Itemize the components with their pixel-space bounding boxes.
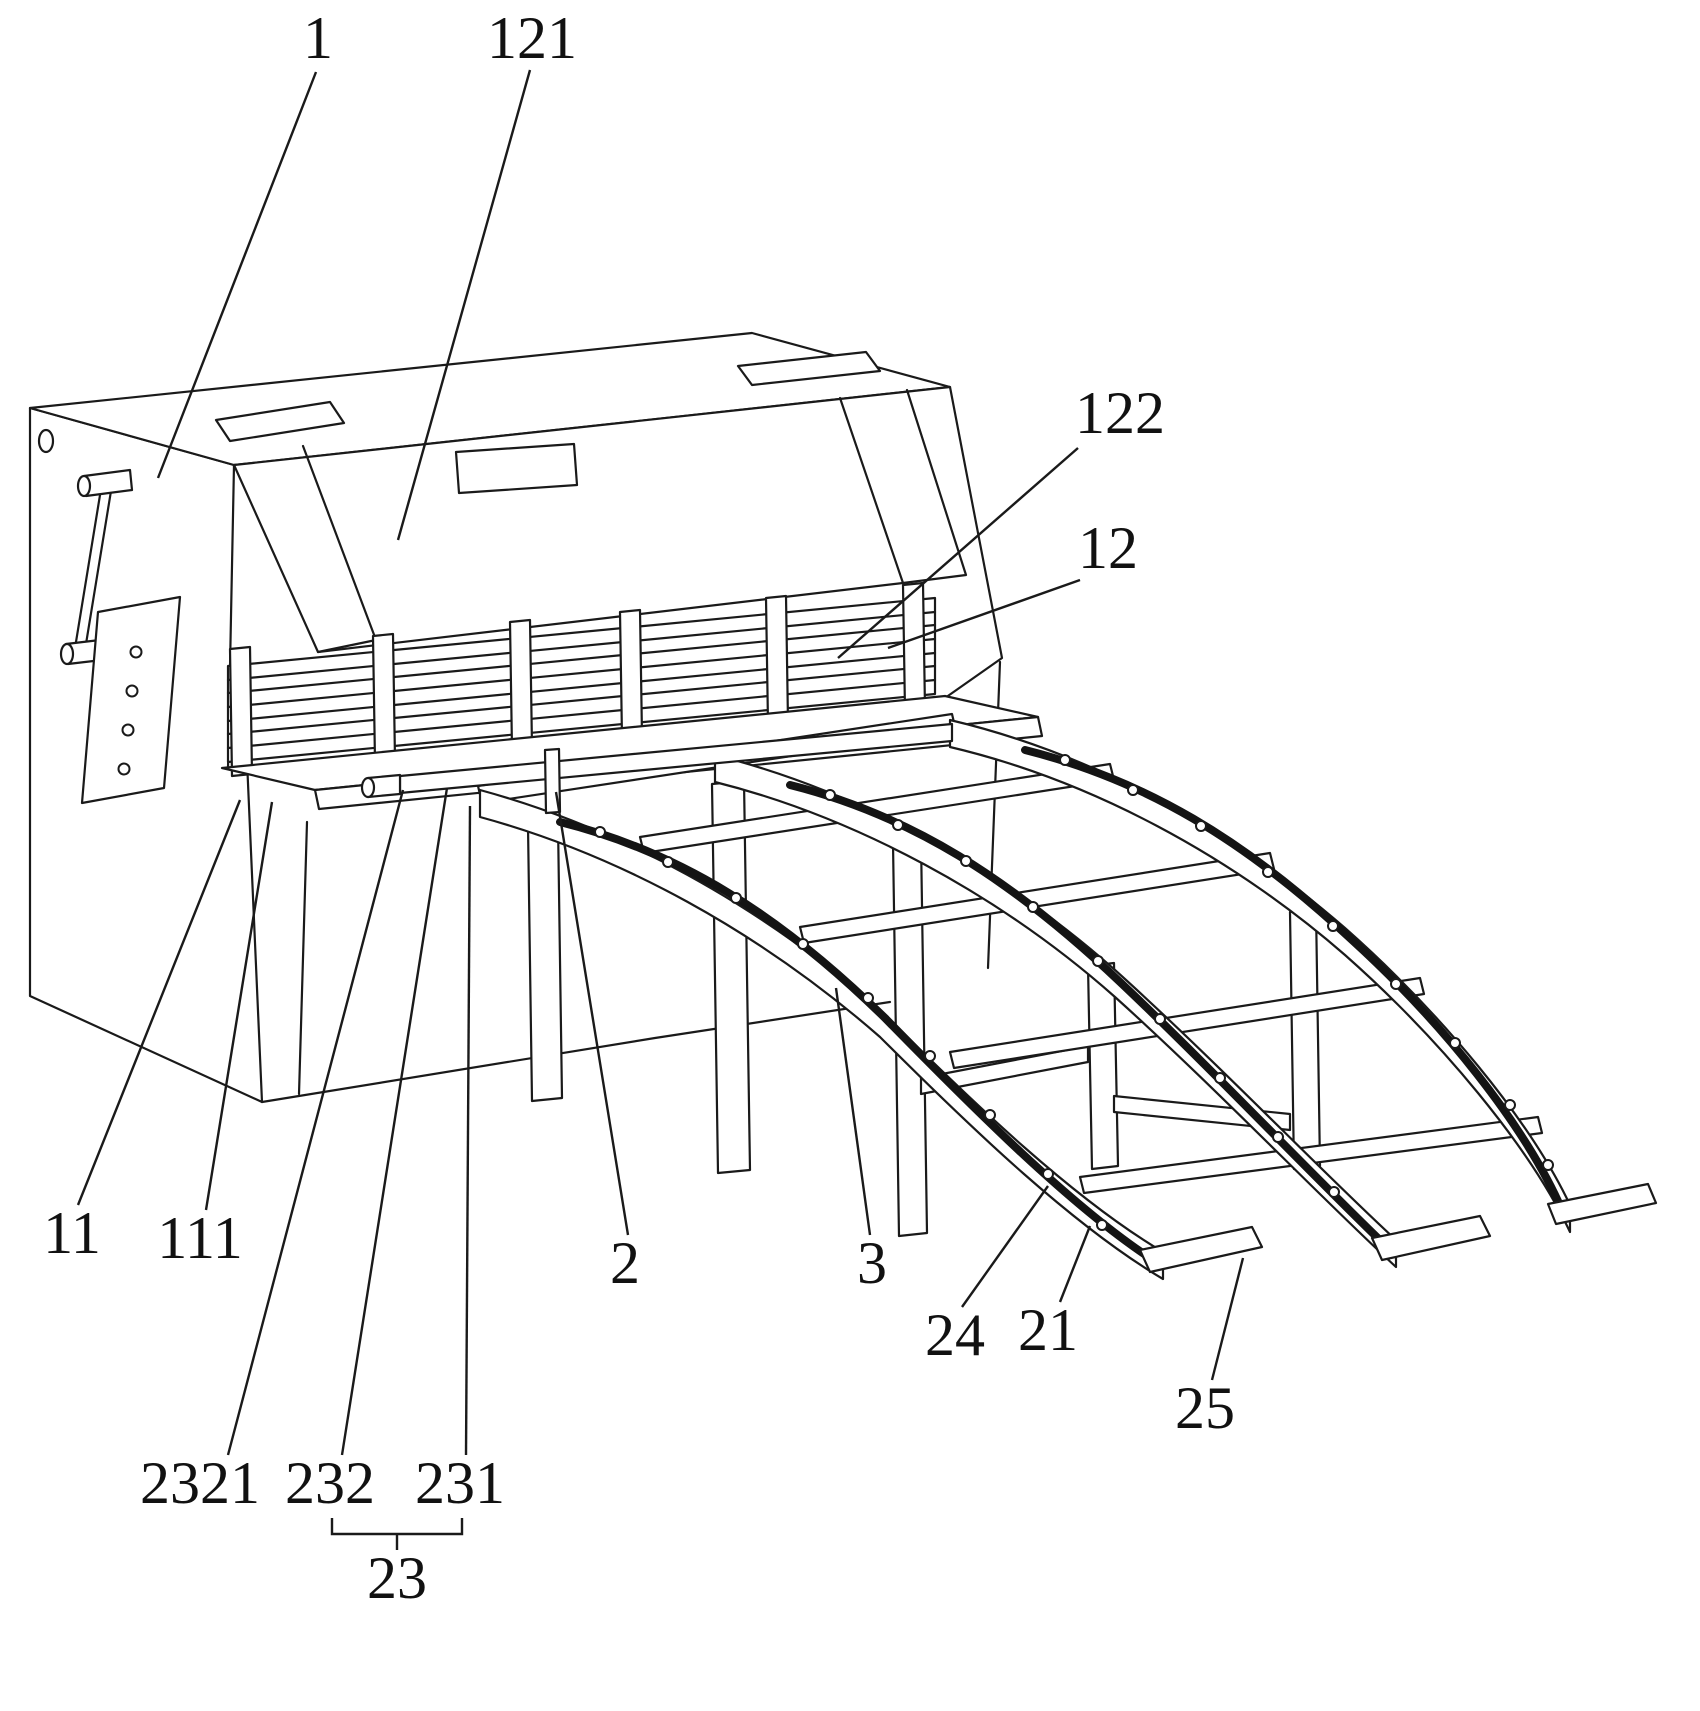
rail-hole <box>1328 1186 1340 1198</box>
nameplate <box>454 442 579 495</box>
rung <box>948 976 1426 1070</box>
rail-hole <box>1092 955 1104 967</box>
rail-holes-2 <box>824 789 1340 1198</box>
hole-plate-body <box>80 595 182 805</box>
leader-111 <box>204 801 274 1211</box>
rail-hole <box>1042 1168 1054 1180</box>
label-232: 232 <box>285 1450 375 1516</box>
roller-end-cap <box>360 776 376 799</box>
rail-hole <box>1390 978 1402 990</box>
leader-122 <box>837 447 1079 659</box>
label-24: 24 <box>925 1302 985 1368</box>
leader-12 <box>887 578 1081 650</box>
crank-pivot-end <box>59 642 75 666</box>
rail-hole <box>1272 1131 1284 1143</box>
ramp-rail-1 <box>478 788 1165 1281</box>
top-tab-left <box>214 400 346 443</box>
rail-hole <box>1214 1072 1226 1084</box>
label-11: 11 <box>43 1200 101 1266</box>
label-1: 1 <box>303 5 333 71</box>
rail-holes-1 <box>594 826 1108 1231</box>
leader-lines <box>76 69 1245 1550</box>
rail-hole <box>1059 754 1071 766</box>
rail-hole <box>1449 1037 1461 1049</box>
rail-hole <box>662 856 674 868</box>
rail-hole <box>1154 1013 1166 1025</box>
rail-hole <box>862 992 874 1004</box>
hold-down-finger <box>228 645 254 778</box>
rail-hole <box>1504 1099 1516 1111</box>
corner-hole <box>37 428 55 454</box>
rail-hole <box>1542 1159 1554 1171</box>
leg <box>1288 907 1322 1171</box>
plate-hole <box>117 762 131 776</box>
label-231: 231 <box>415 1450 505 1516</box>
rung <box>1078 1115 1544 1195</box>
plate-hole <box>125 684 139 698</box>
crank-handle <box>59 468 134 666</box>
top-tab-right <box>736 350 882 387</box>
hole-plate <box>80 595 182 805</box>
label-2: 2 <box>610 1230 640 1296</box>
rail-hole <box>1327 920 1339 932</box>
label-23: 23 <box>367 1545 427 1611</box>
leader-3 <box>834 987 872 1236</box>
brace-23 <box>330 1518 464 1550</box>
leader-21 <box>1058 1225 1092 1303</box>
label-12: 12 <box>1078 515 1138 581</box>
rail-hole <box>1096 1219 1108 1231</box>
crank-grip-end <box>76 474 92 498</box>
leader-1 <box>156 71 318 479</box>
rail-foot-1 <box>1138 1225 1264 1274</box>
hold-down-finger <box>371 632 397 764</box>
rail-holes-3 <box>1059 754 1554 1171</box>
hold-down-finger <box>618 608 644 740</box>
label-111: 111 <box>157 1205 243 1271</box>
label-25: 25 <box>1175 1375 1235 1441</box>
rail-hole <box>824 789 836 801</box>
machine-body <box>28 331 1044 1104</box>
hold-down-finger <box>508 618 534 751</box>
leader-121 <box>396 69 532 541</box>
blade-band <box>226 596 937 764</box>
leader-231 <box>464 805 472 1456</box>
leader-25 <box>1210 1257 1245 1381</box>
rail-hole <box>1195 820 1207 832</box>
label-2321: 2321 <box>140 1450 260 1516</box>
rail-hole <box>730 892 742 904</box>
label-21: 21 <box>1018 1297 1078 1363</box>
rail-hole <box>924 1050 936 1062</box>
leader-232 <box>340 787 449 1456</box>
rail-foot-3 <box>1546 1182 1658 1226</box>
reference-labels: 1 121 122 12 11 111 2321 232 231 23 2 3 … <box>43 5 1235 1611</box>
hold-down-finger <box>764 594 790 726</box>
rail-hole <box>797 938 809 950</box>
plate-hole <box>129 645 143 659</box>
blade-grid-lines <box>226 610 937 750</box>
beam-bottom-edge <box>316 581 905 654</box>
rail-hole <box>1262 866 1274 878</box>
leader-11 <box>76 799 242 1206</box>
right-brace-edge <box>838 388 968 585</box>
plate-hole <box>121 723 135 737</box>
rail-hole <box>594 826 606 838</box>
leg <box>526 821 564 1103</box>
label-121: 121 <box>487 5 577 71</box>
ramp-rungs <box>638 762 1544 1195</box>
leader-24 <box>961 1185 1049 1308</box>
label-122: 122 <box>1075 380 1165 446</box>
hold-down-finger <box>901 581 927 713</box>
leader-2321 <box>226 789 405 1456</box>
rail-hole <box>984 1109 996 1121</box>
rail-hole <box>1027 901 1039 913</box>
leader-2 <box>554 791 630 1236</box>
rail-hole <box>960 855 972 867</box>
label-3: 3 <box>857 1230 887 1296</box>
rail-hole <box>1127 784 1139 796</box>
rail-hole <box>892 819 904 831</box>
discharge-ramp <box>476 712 1658 1281</box>
rail-foot-2 <box>1370 1214 1492 1262</box>
